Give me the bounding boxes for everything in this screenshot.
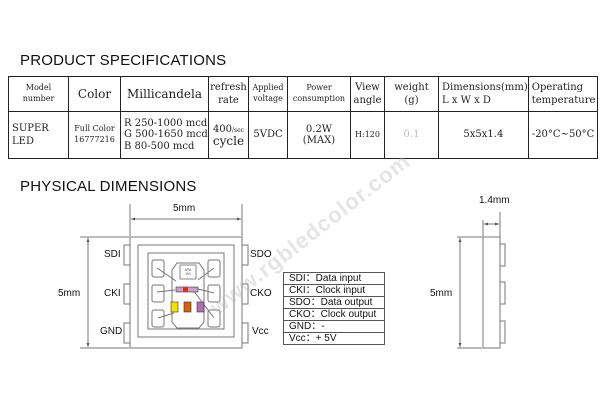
cell-view: H:120: [350, 111, 385, 159]
header-refresh-1: refresh: [210, 81, 247, 93]
header-power-1: Power: [306, 83, 332, 93]
side-height-label: 5mm: [430, 288, 453, 299]
cell-refresh-value: 400: [212, 123, 233, 135]
cell-weight: 0.1: [384, 111, 439, 159]
led-die-purple: [196, 301, 205, 313]
header-refresh-2: rate: [218, 95, 239, 106]
cell-temperature: -20°C~50°C: [527, 111, 599, 159]
cell-power-1: 0.2W: [305, 124, 333, 135]
dims-title: PHYSICAL DIMENSIONS: [20, 178, 197, 195]
header-view-2: angle: [353, 95, 382, 106]
cell-color-1: Full Color: [74, 124, 115, 134]
chip-label-2: 101: [185, 272, 191, 276]
cell-refresh-2: cycle: [212, 134, 245, 148]
cell-model: SUPER LED: [8, 111, 69, 159]
driver-ic: [179, 264, 197, 280]
header-weight: weight (g): [384, 76, 439, 112]
header-millicandela: Millicandela: [120, 76, 209, 112]
width-label: 5mm: [173, 203, 196, 214]
header-power-2: consumption: [292, 94, 346, 103]
header-view-1: View: [355, 81, 380, 93]
legend-sdi: SDI：Data input: [283, 272, 385, 285]
height-label: 5mm: [58, 288, 81, 299]
header-temp-2: temperature: [531, 95, 596, 106]
header-dimensions: Dimensions(mm) L x W x D: [438, 76, 529, 112]
pin-cki: CKI: [104, 288, 121, 299]
cell-mcd-r: R 250-1000 mcd: [124, 117, 208, 129]
led-die-yellow: [170, 301, 179, 313]
pin-sdo: SDO: [250, 249, 272, 260]
pin-legend: SDI：Data input CKI：Clock input SDO：Data …: [283, 272, 385, 345]
cell-voltage: 5VDC: [248, 111, 288, 159]
pin-gnd: GND: [100, 326, 123, 337]
header-view: View angle: [350, 76, 385, 112]
header-dims-1: Dimensions(mm): [442, 81, 528, 93]
header-model: Model number: [8, 76, 69, 112]
cell-color-2: 16777216: [74, 135, 115, 144]
header-voltage-1: Applied: [252, 83, 284, 93]
legend-sdo: SDO：Data output: [283, 296, 385, 309]
legend-gnd: GND：-: [283, 320, 385, 333]
legend-cko: CKO：Clock output: [283, 308, 385, 321]
cell-mcd-g: G 500-1650 mcd: [124, 129, 208, 141]
header-weight-2: (g): [404, 95, 419, 106]
cell-power-2: (MAX): [302, 135, 336, 146]
chip-label-1: APA: [185, 268, 192, 272]
led-die-orange: [183, 301, 192, 313]
pin-cko: CKO: [250, 288, 272, 299]
header-weight-1: weight: [394, 81, 429, 93]
header-temp-1: Operating: [531, 81, 584, 93]
legend-cki: CKI：Clock input: [283, 284, 385, 297]
header-temperature: Operating temperature: [527, 76, 599, 112]
spec-title: PRODUCT SPECIFICATIONS: [20, 52, 227, 69]
header-refresh: refresh rate: [208, 76, 249, 112]
pin-vcc: Vcc: [252, 326, 269, 337]
header-voltage-2: voltage: [253, 94, 283, 103]
header-dims-2: L x W x D: [442, 95, 491, 106]
pin-sdi: SDI: [104, 249, 121, 260]
cell-power: 0.2W(MAX): [287, 111, 351, 159]
side-depth-label: 1.4mm: [479, 195, 510, 206]
header-color: Color: [68, 76, 121, 112]
legend-vcc: Vcc：+ 5V: [283, 332, 385, 345]
cell-dimensions: 5x5x1.4: [438, 111, 529, 159]
cell-refresh-unit: /sec: [232, 126, 245, 134]
cell-mcd-b: B 80-500 mcd: [124, 140, 195, 152]
